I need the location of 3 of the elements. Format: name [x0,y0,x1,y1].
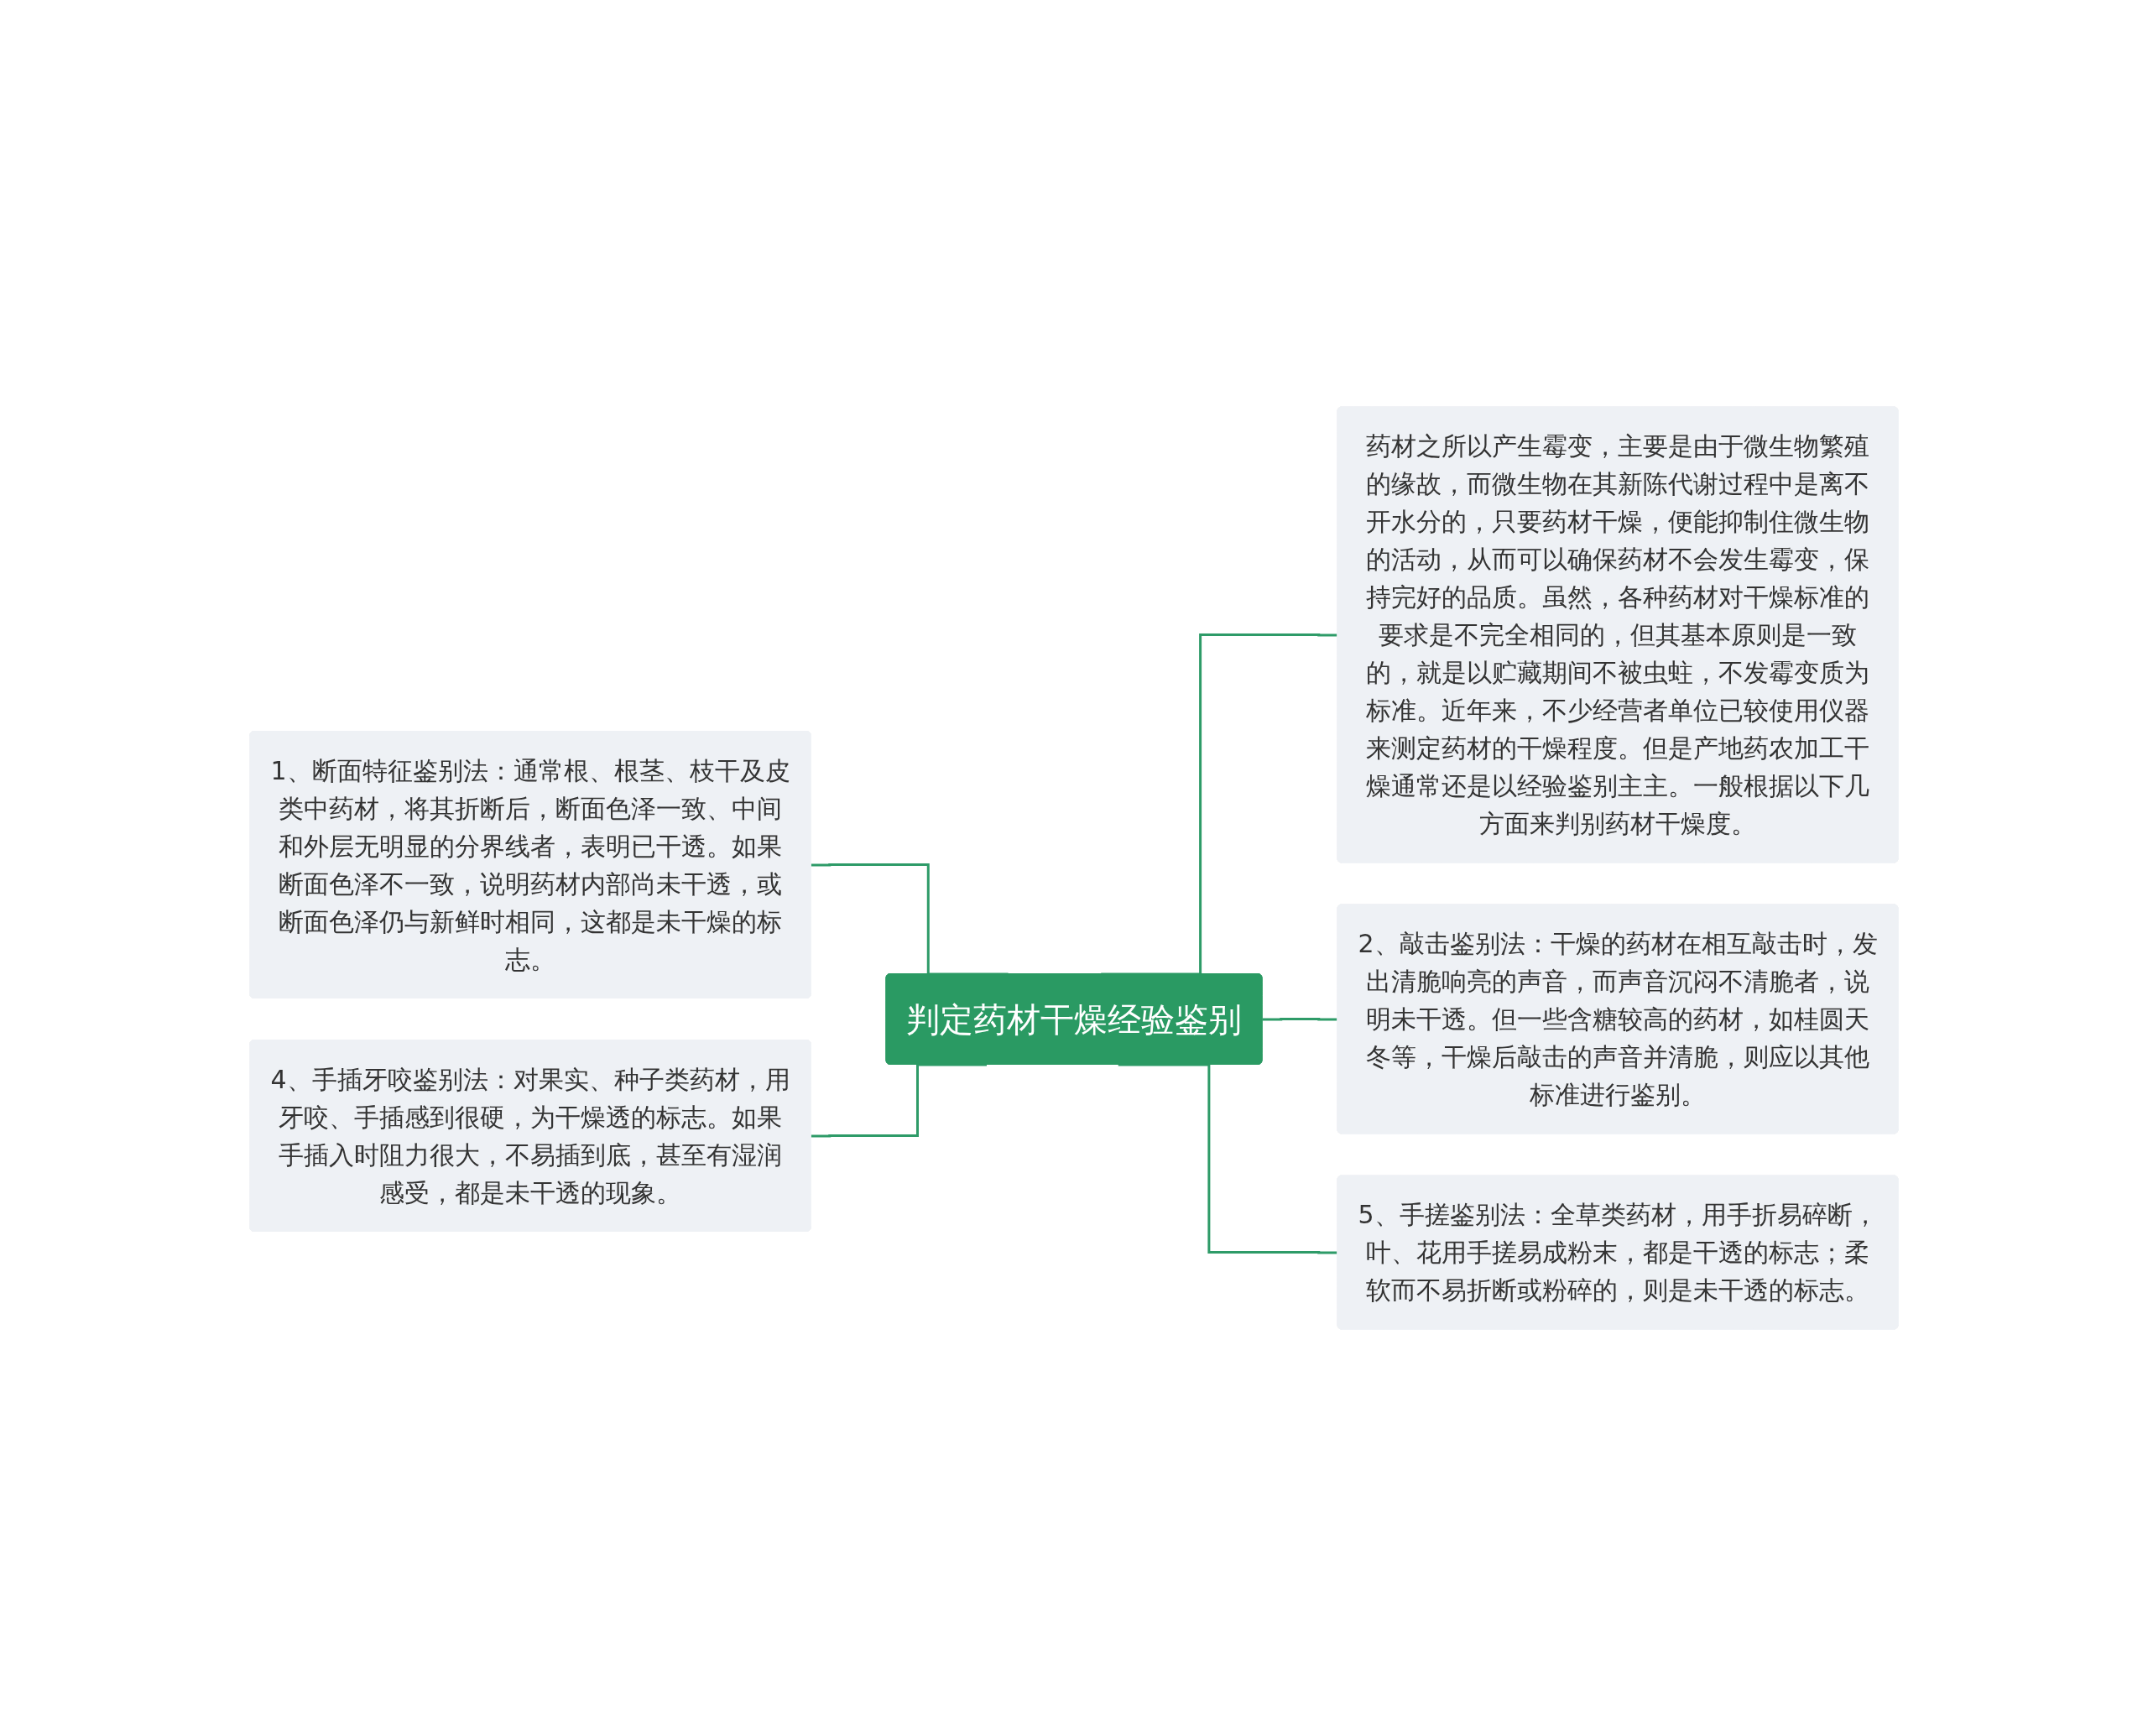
connector [1118,1063,1338,1254]
connector [1262,1018,1338,1021]
connector [811,1063,987,1138]
